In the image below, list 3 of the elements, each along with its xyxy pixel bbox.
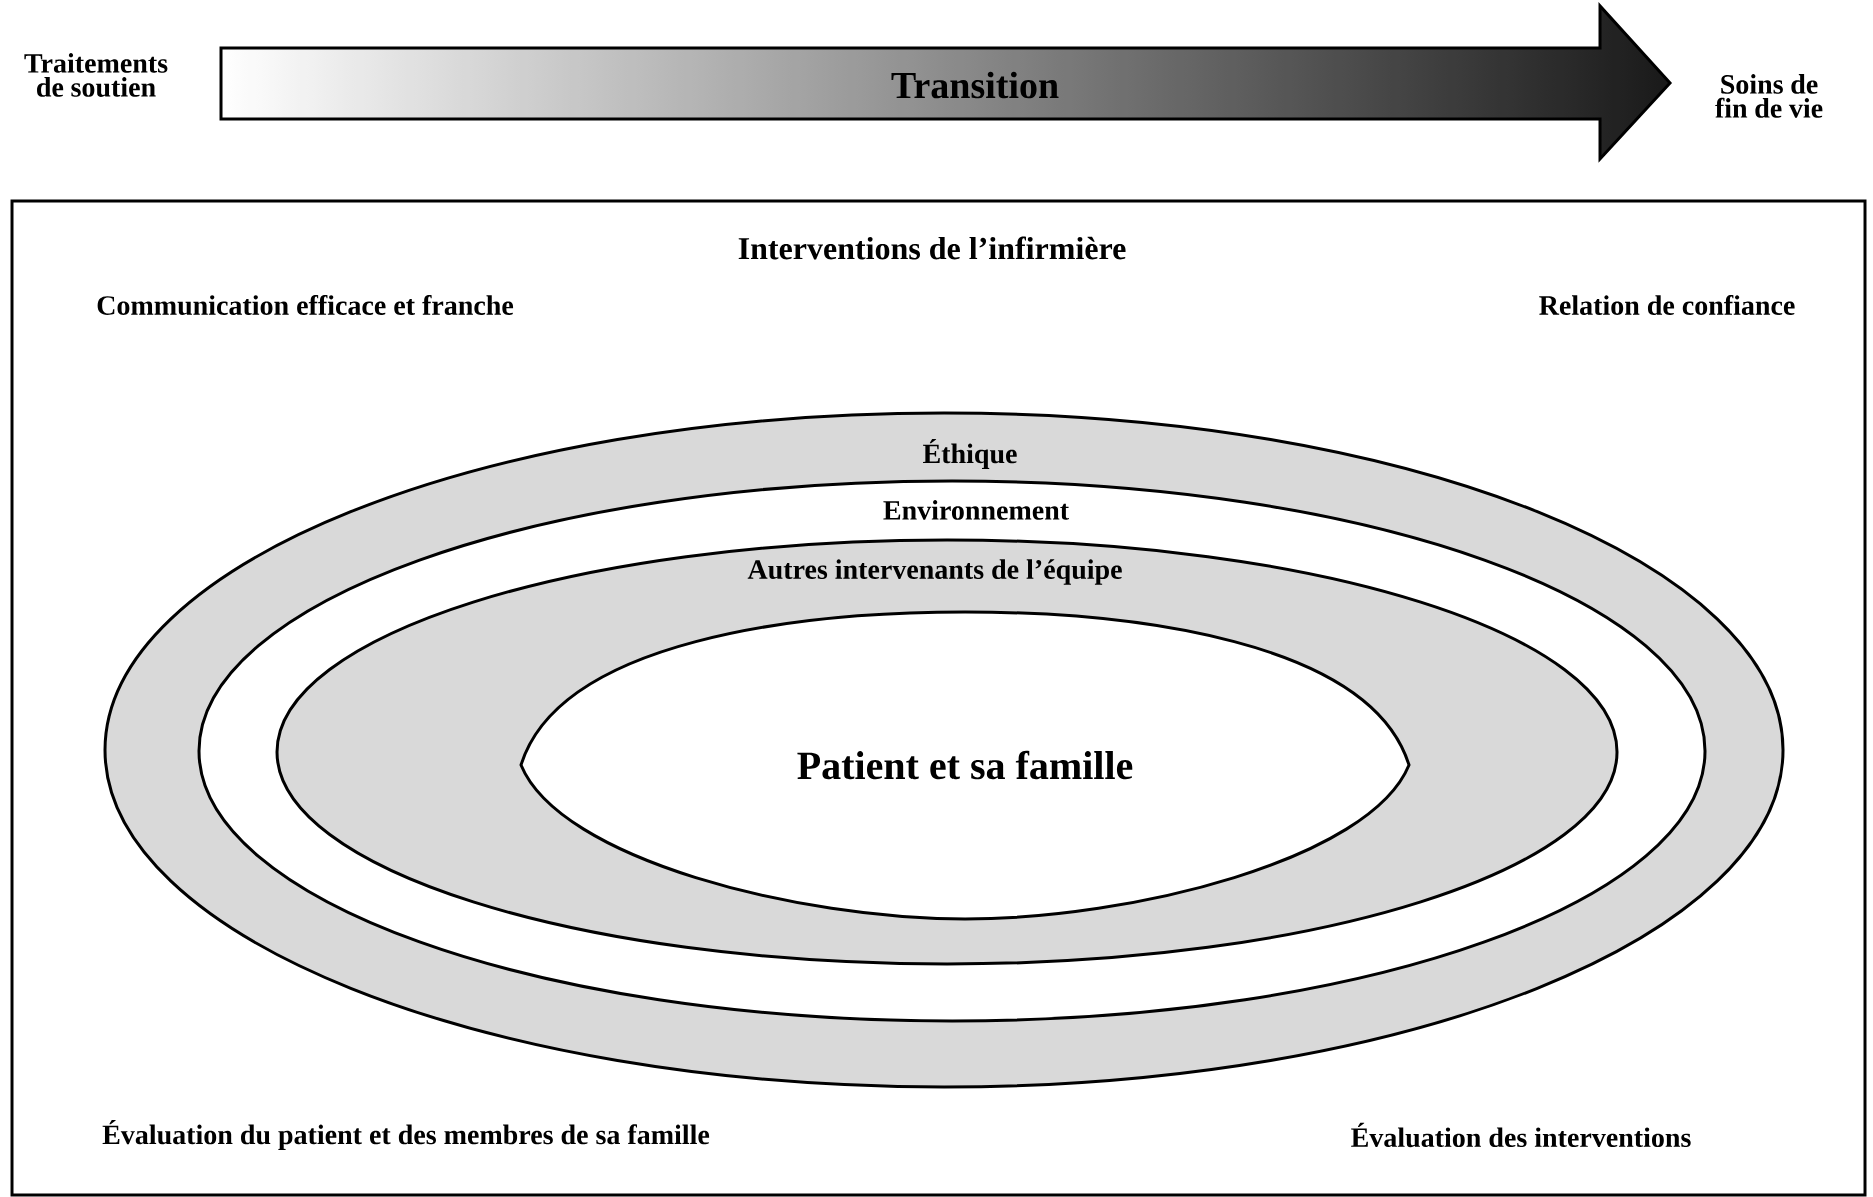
side-label: Traitements de soutien	[24, 53, 168, 97]
side-label: Soins de fin de vie	[1715, 74, 1823, 118]
center-lens: Patient et sa famille	[519, 610, 1411, 921]
